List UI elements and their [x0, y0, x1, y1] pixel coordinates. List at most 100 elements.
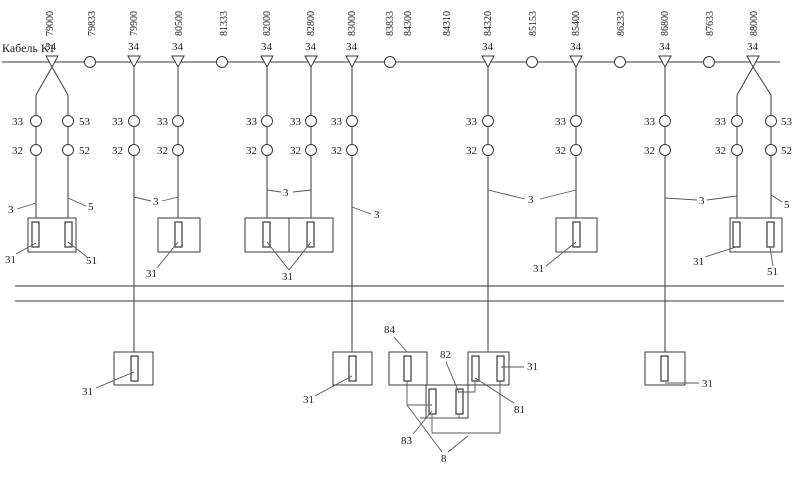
label-33: 33 [331, 116, 343, 128]
splice-node [614, 56, 626, 68]
terminal-slot [428, 388, 437, 415]
label-31: 31 [702, 378, 713, 390]
leader-line [15, 242, 37, 255]
tap-triangle [45, 55, 59, 69]
label-32: 32 [555, 145, 566, 157]
label-32: 32 [157, 145, 168, 157]
label-3: 3 [8, 204, 14, 216]
pos-86233: 86233 [616, 11, 627, 36]
label-32: 32 [112, 145, 123, 157]
tap-triangle [746, 55, 760, 69]
jumper-wire [431, 381, 501, 434]
label-3: 3 [153, 196, 159, 208]
connector-node [172, 144, 184, 156]
label-8: 8 [441, 453, 447, 465]
terminal-slot [496, 355, 505, 382]
connector-node [128, 115, 140, 127]
label-32: 32 [246, 145, 257, 157]
tap-triangle [127, 55, 141, 69]
label-32: 32 [644, 145, 655, 157]
pos-81333: 81333 [219, 11, 230, 36]
terminal-slot [262, 221, 271, 248]
tap-markers [45, 55, 760, 69]
terminal-slot [130, 355, 139, 382]
connector-node [30, 144, 42, 156]
connector-labels: 33 32 53 52 33 32 33 32 33 32 33 32 33 3… [12, 116, 793, 157]
label-31: 31 [82, 386, 93, 398]
splice-node [526, 56, 538, 68]
pos-79900: 79900 [129, 11, 140, 36]
label-32: 32 [715, 145, 726, 157]
label-83: 83 [401, 435, 413, 447]
leader-line [95, 371, 135, 389]
connector-node [261, 144, 273, 156]
label-3: 3 [374, 209, 380, 221]
label-34: 34 [570, 41, 582, 53]
leader-line [769, 246, 774, 267]
connector-node [30, 115, 42, 127]
leader-lines [15, 189, 783, 453]
drop-wire [35, 66, 53, 220]
connector-node [731, 144, 743, 156]
pos-83000: 83000 [347, 11, 358, 36]
label-33: 33 [290, 116, 302, 128]
label-5: 5 [88, 201, 94, 213]
tap-triangle [658, 55, 672, 69]
pos-87633: 87633 [705, 11, 716, 36]
leader-line [16, 202, 37, 210]
leader-line [156, 241, 179, 269]
pos-84310: 84310 [442, 11, 453, 36]
label-31: 31 [533, 263, 544, 275]
leader-line [539, 189, 577, 200]
leader-line [447, 435, 469, 453]
jumper-wire [459, 381, 476, 393]
label-33: 33 [466, 116, 478, 128]
label-31: 31 [527, 361, 538, 373]
tap-triangle [481, 55, 495, 69]
label-82: 82 [440, 349, 451, 361]
label-31: 31 [5, 254, 16, 266]
label-51: 51 [767, 266, 778, 278]
pos-85153: 85153 [528, 11, 539, 36]
label-31: 31 [693, 256, 704, 268]
leader-line [67, 197, 87, 207]
connector-node [482, 115, 494, 127]
label-81: 81 [514, 404, 525, 416]
label-34: 34 [346, 41, 358, 53]
label-3: 3 [283, 187, 289, 199]
leader-line [133, 196, 152, 202]
tap-triangle [260, 55, 274, 69]
terminal-slot [732, 221, 741, 248]
leader-line [67, 241, 88, 258]
label-32: 32 [290, 145, 301, 157]
splice-node [384, 56, 396, 68]
terminal-slot [471, 355, 480, 382]
label-33: 33 [715, 116, 727, 128]
tap-triangle [304, 55, 318, 69]
terminal-slot [572, 221, 581, 248]
connector-node [305, 115, 317, 127]
annotation-labels: 3 5 3 3 3 3 3 5 31 51 31 31 31 31 51 31 … [5, 187, 790, 465]
leader-line [161, 196, 179, 202]
label-31: 31 [303, 394, 314, 406]
connector-node [570, 115, 582, 127]
label-34: 34 [747, 41, 759, 53]
label-33: 33 [246, 116, 258, 128]
splice-node [216, 56, 228, 68]
terminal-slot [64, 221, 73, 248]
label-33: 33 [644, 116, 656, 128]
pos-85400: 85400 [571, 11, 582, 36]
leader-line [545, 241, 577, 267]
connector-node [659, 115, 671, 127]
connector-node [346, 115, 358, 127]
terminal-slot [31, 221, 40, 248]
leader-line [445, 361, 460, 394]
label-84: 84 [384, 324, 396, 336]
connector-node [346, 144, 358, 156]
label-52: 52 [79, 145, 90, 157]
label-34: 34 [482, 41, 494, 53]
leader-line [664, 197, 698, 201]
terminal-slot [766, 221, 775, 248]
